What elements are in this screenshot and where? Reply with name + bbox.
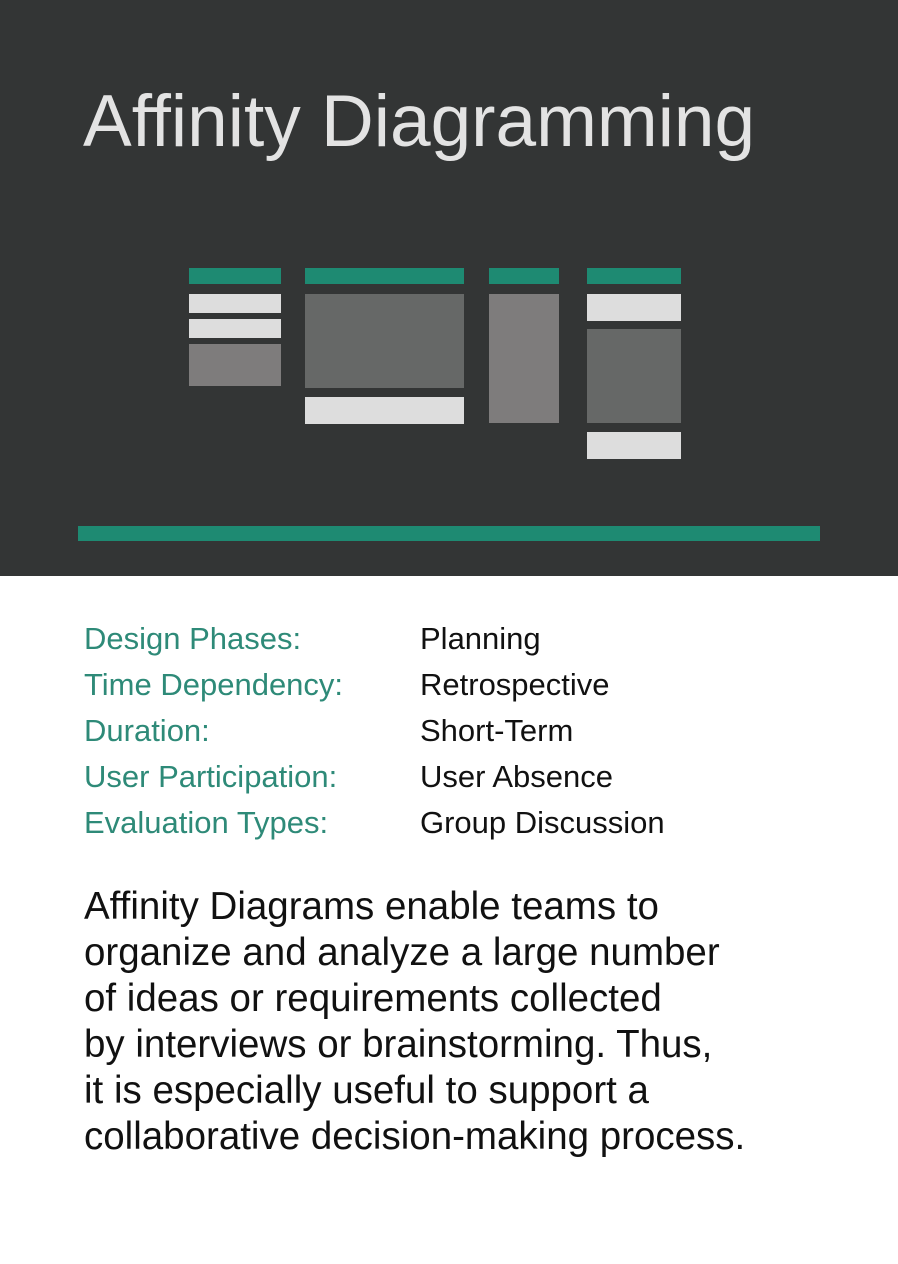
column-2-header-bar <box>305 268 464 284</box>
column-4-note-1 <box>587 294 681 321</box>
property-row-user-participation: User Participation: User Absence <box>84 754 844 800</box>
column-1-note-2 <box>189 319 281 338</box>
description-line: Affinity Diagrams enable teams to <box>84 885 659 928</box>
property-value: Planning <box>420 621 541 656</box>
column-3-note-1 <box>489 294 559 423</box>
column-4-note-3 <box>587 432 681 459</box>
description-line: it is especially useful to support a <box>84 1069 649 1112</box>
column-4-note-2 <box>587 329 681 423</box>
column-4-header-bar <box>587 268 681 284</box>
column-1-note-1 <box>189 294 281 313</box>
column-2-note-2 <box>305 397 464 424</box>
property-value: User Absence <box>420 759 613 794</box>
property-row-design-phases: Design Phases: Planning <box>84 616 844 662</box>
column-3-header-bar <box>489 268 559 284</box>
column-1-note-3 <box>189 344 281 386</box>
property-row-time-dependency: Time Dependency: Retrospective <box>84 662 844 708</box>
method-properties: Design Phases: Planning Time Dependency:… <box>84 616 844 846</box>
property-value: Retrospective <box>420 667 610 702</box>
column-1-header-bar <box>189 268 281 284</box>
property-label: Design Phases: <box>84 621 302 656</box>
column-2-note-1 <box>305 294 464 388</box>
property-row-evaluation-types: Evaluation Types: Group Discussion <box>84 800 844 846</box>
property-row-duration: Duration: Short-Term <box>84 708 844 754</box>
property-label: User Participation: <box>84 759 338 794</box>
property-label: Time Dependency: <box>84 667 344 702</box>
property-label: Duration: <box>84 713 210 748</box>
accent-divider-bar <box>78 526 820 541</box>
property-value: Group Discussion <box>420 805 665 840</box>
description-line: organize and analyze a large number <box>84 931 720 974</box>
affinity-diagram-illustration <box>0 0 898 576</box>
method-description: Affinity Diagrams enable teams to organi… <box>84 884 844 1160</box>
card-title: Affinity Diagramming <box>83 81 756 162</box>
description-line: of ideas or requirements collected <box>84 977 662 1020</box>
property-label: Evaluation Types: <box>84 805 329 840</box>
card-header: Affinity Diagramming <box>0 0 898 576</box>
description-line: collaborative decision-making process. <box>84 1115 746 1158</box>
description-line: by interviews or brainstorming. Thus, <box>84 1023 713 1066</box>
property-value: Short-Term <box>420 713 574 748</box>
